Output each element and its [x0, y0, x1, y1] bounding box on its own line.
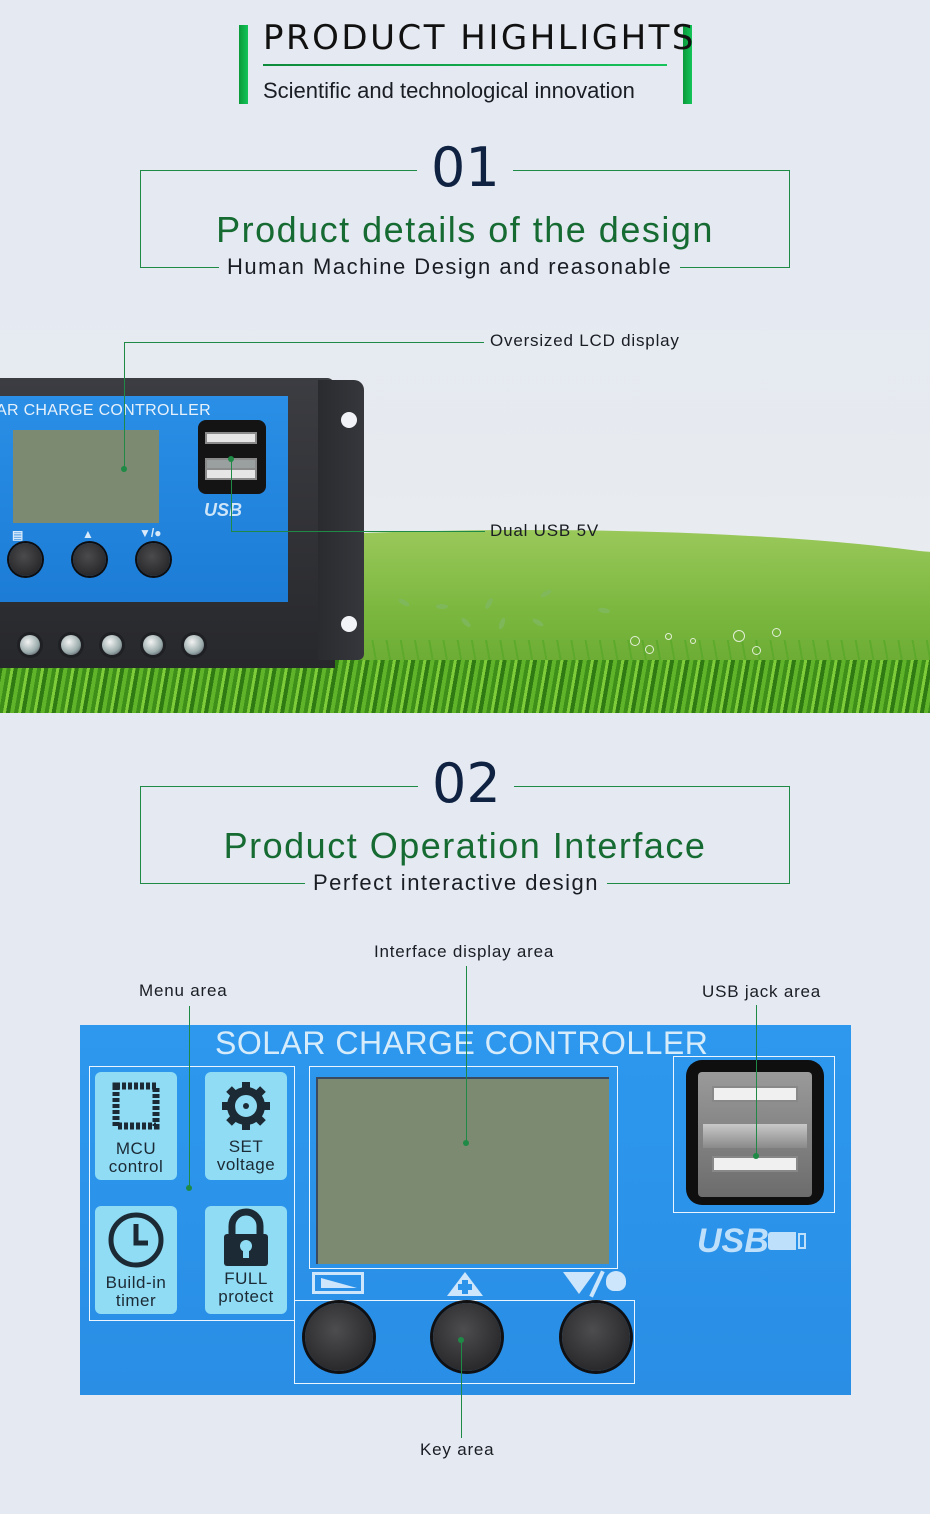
- leaf-icon: [436, 604, 448, 609]
- terminal-screw: [143, 635, 163, 655]
- section1-subtitle: Human Machine Design and reasonable: [219, 254, 681, 280]
- section2-subtitle: Perfect interactive design: [305, 870, 608, 896]
- bubble-icon: [772, 628, 781, 637]
- grass-foreground: [0, 660, 930, 713]
- usb-logo: USB: [204, 500, 243, 520]
- usb-callout-line: [231, 531, 485, 532]
- key-button-down[interactable]: [562, 1303, 630, 1371]
- key-callout-line: [461, 1340, 462, 1438]
- tile-label: Build-in: [105, 1273, 167, 1292]
- usb-port-pair: [686, 1060, 824, 1205]
- mounting-hole: [341, 616, 357, 632]
- bubble-icon: [665, 633, 672, 640]
- page-title: PRODUCT HIGHLIGHTS: [263, 18, 697, 58]
- bubble-icon: [690, 638, 696, 644]
- usb-callout-dot: [228, 456, 234, 462]
- usb-port: [712, 1086, 798, 1102]
- callout-key-area: Key area: [420, 1440, 495, 1459]
- header-divider: [263, 64, 667, 66]
- menu-tile-mcu-control: MCU control: [95, 1072, 177, 1180]
- tile-label: FULL: [224, 1269, 268, 1288]
- chip-icon: [112, 1082, 160, 1130]
- tile-label: voltage: [216, 1155, 276, 1174]
- section1-title: Product details of the design: [216, 209, 714, 250]
- key-button-menu[interactable]: [305, 1303, 373, 1371]
- menu-callout-dot: [186, 1185, 192, 1191]
- terminal-screw: [20, 635, 40, 655]
- panel-title: SOLAR CHARGE CONTROLLER: [215, 1025, 709, 1061]
- display-callout-line: [466, 966, 467, 1142]
- menu-area-outline: [89, 1066, 295, 1321]
- menu-tile-build-in-timer: Build-in timer: [95, 1206, 177, 1314]
- menu-tile-full-protect: FULL protect: [205, 1206, 287, 1314]
- key-button-menu[interactable]: [9, 543, 42, 576]
- bubble-icon: [645, 645, 654, 654]
- lcd-callout-dot: [121, 466, 127, 472]
- mounting-hole: [341, 412, 357, 428]
- usb-callout-line: [231, 460, 232, 532]
- tile-label: control: [108, 1157, 164, 1176]
- mounting-ear: [318, 380, 364, 660]
- plus-up-icon: ▲: [82, 527, 94, 541]
- terminal-screw: [184, 635, 204, 655]
- callout-display-area: Interface display area: [374, 942, 555, 961]
- section2-title: Product Operation Interface: [223, 825, 707, 866]
- callout-lcd-display: Oversized LCD display: [490, 331, 680, 350]
- usb-area-outline: [673, 1056, 835, 1213]
- tile-label: timer: [115, 1291, 157, 1310]
- usb-jack-callout-line: [756, 1005, 757, 1157]
- lcd-callout-line: [124, 342, 125, 470]
- key-button-up[interactable]: [433, 1303, 501, 1371]
- terminal-screw: [61, 635, 81, 655]
- lcd-display: [13, 430, 159, 523]
- page-subtitle: Scientific and technological innovation: [263, 78, 635, 103]
- display-area-outline: [309, 1066, 618, 1269]
- usb-plug-tip-icon: [798, 1233, 806, 1249]
- light-bulb-icon: [606, 1271, 626, 1291]
- header-right-bar: [683, 25, 692, 104]
- section1-number: 01: [417, 136, 513, 199]
- tile-label: MCU: [115, 1139, 157, 1158]
- tile-label: protect: [218, 1287, 274, 1306]
- callout-dual-usb: Dual USB 5V: [490, 521, 599, 540]
- lock-icon: [224, 1208, 268, 1266]
- header-left-bar: [239, 25, 248, 104]
- display-callout-dot: [463, 1140, 469, 1146]
- key-button-up[interactable]: [73, 543, 106, 576]
- bubble-icon: [630, 636, 640, 646]
- usb-housing: [698, 1072, 812, 1197]
- key-area-outline: [294, 1300, 635, 1384]
- clock-icon: [108, 1212, 164, 1268]
- key-button-down[interactable]: [137, 543, 170, 576]
- menu-callout-line: [189, 1006, 190, 1188]
- terminal-screw: [102, 635, 122, 655]
- controller-label: AR CHARGE CONTROLLER: [0, 402, 211, 419]
- usb-logo: USB: [697, 1222, 769, 1260]
- tile-label: SET: [228, 1137, 264, 1156]
- gear-icon: [222, 1082, 270, 1130]
- usb-divider: [703, 1124, 807, 1148]
- usb-port: [205, 432, 257, 444]
- lcd-display: [316, 1077, 609, 1264]
- charge-controller-device: AR CHARGE CONTROLLER: [0, 378, 364, 668]
- menu-switch-icon: ▤: [12, 528, 24, 542]
- menu-tile-set-voltage: SET voltage: [205, 1072, 287, 1180]
- minus-down-light-icon: ▼/●: [139, 526, 162, 540]
- callout-usb-jack-area: USB jack area: [702, 982, 822, 1001]
- lcd-callout-line: [124, 342, 484, 343]
- usb-plug-icon: [768, 1232, 796, 1250]
- usb-jack-callout-dot: [753, 1153, 759, 1159]
- bubble-icon: [752, 646, 761, 655]
- callout-menu-area: Menu area: [139, 981, 228, 1000]
- section2-number: 02: [418, 752, 514, 815]
- menu-switch-icon: [312, 1272, 364, 1294]
- bubble-icon: [733, 630, 745, 642]
